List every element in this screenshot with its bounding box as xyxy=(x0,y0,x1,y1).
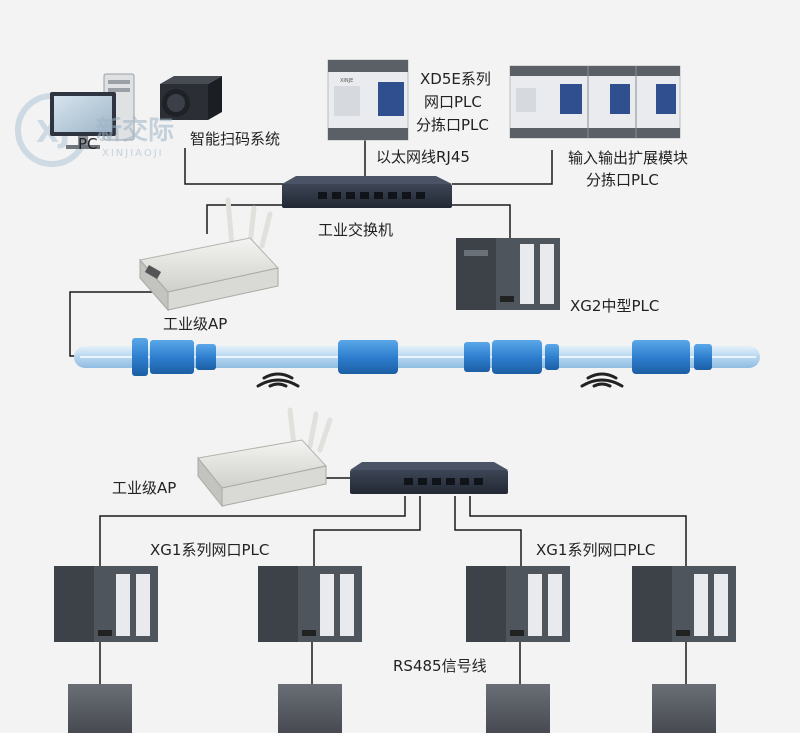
label-rj45: 以太网线RJ45 xyxy=(376,148,470,166)
label-bottom-ap: 工业级AP xyxy=(112,479,177,497)
label-io-line1: 输入输出扩展模块 xyxy=(568,149,689,167)
label-io-line2: 分拣口PLC xyxy=(586,171,659,189)
label-pc: PC xyxy=(78,135,98,153)
bottom-industrial-ap xyxy=(197,407,333,508)
connection-lines xyxy=(69,140,687,685)
svg-text:XINJE: XINJE xyxy=(340,78,353,84)
vision-camera xyxy=(160,76,222,120)
top-industrial-ap xyxy=(139,197,279,312)
cable-connectors xyxy=(132,338,712,376)
field-device xyxy=(68,684,132,733)
field-device xyxy=(652,684,716,733)
watermark-subtext: XINJIAOJI xyxy=(102,148,164,159)
xg2-plc xyxy=(456,238,560,310)
pc-computer xyxy=(50,73,135,149)
label-rs485: RS485信号线 xyxy=(393,657,487,675)
field-device xyxy=(486,684,550,733)
label-vision-system: 智能扫码系统 xyxy=(190,130,281,148)
xg1-plc xyxy=(466,566,570,642)
label-xd5e-line2: 网口PLC xyxy=(424,93,482,111)
xg1-plc xyxy=(54,566,158,642)
io-expansion-modules xyxy=(509,65,681,139)
label-xd5e-line1: XD5E系列 xyxy=(420,70,491,88)
label-xg2: XG2中型PLC xyxy=(570,297,660,315)
label-xd5e-line3: 分拣口PLC xyxy=(416,116,489,134)
bottom-industrial-switch xyxy=(350,462,508,494)
label-top-switch: 工业交换机 xyxy=(318,221,394,239)
label-xg1-right: XG1系列网口PLC xyxy=(536,541,656,559)
xg1-plc xyxy=(258,566,362,642)
top-industrial-switch xyxy=(282,176,452,208)
wifi-signal-icon xyxy=(256,372,300,388)
watermark-text: 新交际 xyxy=(96,116,175,146)
label-top-ap: 工业级AP xyxy=(163,315,228,333)
wifi-signal-icon xyxy=(580,372,624,388)
field-device xyxy=(278,684,342,733)
xg1-plc xyxy=(632,566,736,642)
xd5e-plc: XINJE xyxy=(327,59,409,141)
label-xg1-left: XG1系列网口PLC xyxy=(150,541,270,559)
